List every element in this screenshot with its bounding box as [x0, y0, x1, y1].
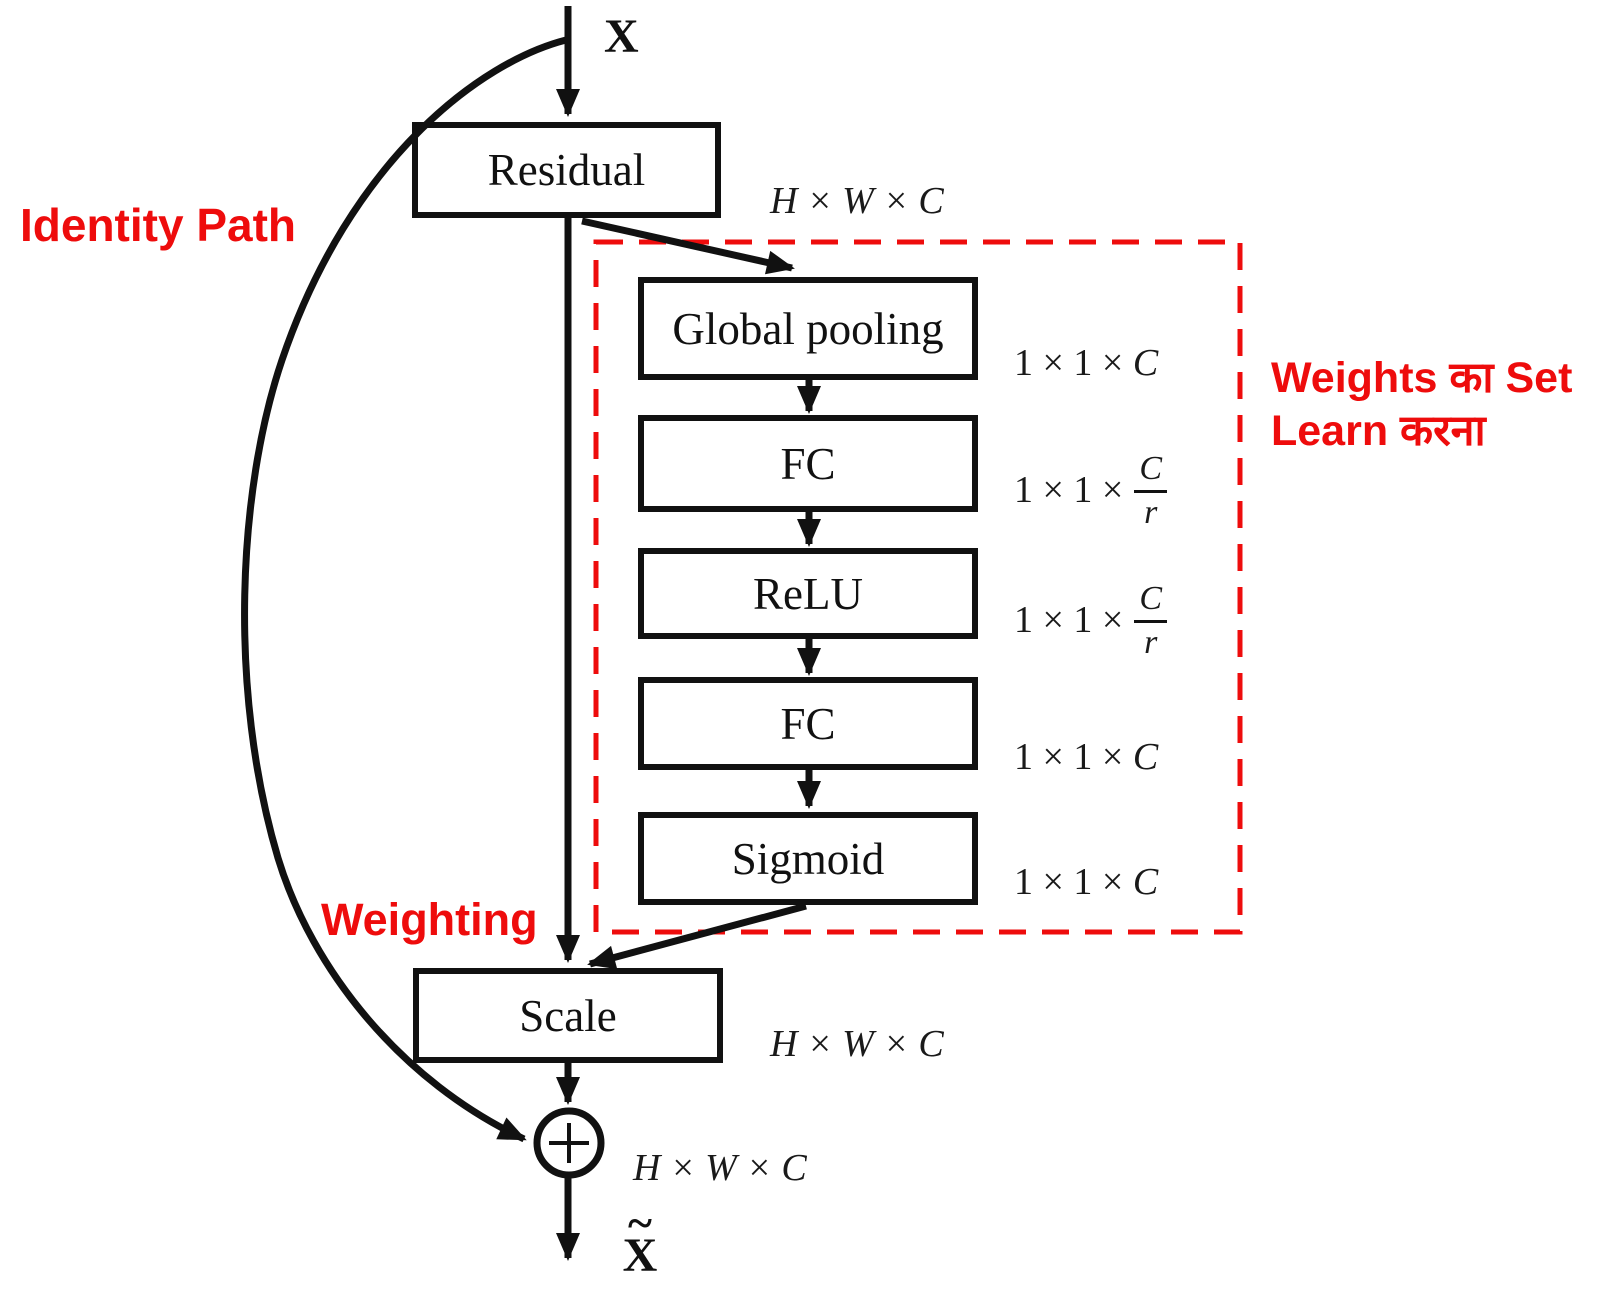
scale-label: Scale	[519, 990, 617, 1041]
residual-label: Residual	[487, 145, 646, 195]
relu-out-dim: 1 × 1 × C r	[1014, 573, 1168, 668]
fc1-out-dim: 1 × 1 × C r	[1014, 443, 1168, 538]
sum-out-dim: H × W × C	[633, 1147, 807, 1189]
fc2-label: FC	[780, 698, 836, 749]
sum-node	[533, 1107, 605, 1179]
sigmoid-box: Sigmoid	[638, 812, 978, 905]
fc1-label: FC	[780, 438, 836, 489]
residual-box: Residual	[412, 122, 721, 218]
fraction: C r	[1133, 451, 1168, 530]
fc2-out-dim: 1 × 1 × C	[1014, 736, 1159, 778]
input-label: X	[604, 10, 639, 63]
weighting-annotation: Weighting	[321, 894, 538, 945]
relu-label: ReLU	[753, 568, 863, 619]
sigmoid-label: Sigmoid	[731, 833, 885, 884]
sigmoid-out-dim: 1 × 1 × C	[1014, 861, 1159, 903]
fc1-box: FC	[638, 415, 978, 512]
scale-box: Scale	[413, 968, 723, 1063]
global-pooling-out-dim: 1 × 1 × C	[1014, 342, 1159, 384]
fraction: C r	[1133, 581, 1168, 660]
scale-out-dim: H × W × C	[770, 1023, 944, 1065]
global-pooling-label: Global pooling	[672, 303, 944, 354]
residual-out-dim: H × W × C	[770, 180, 944, 222]
sigmoid-to-scale-arrow	[587, 902, 807, 970]
plus-icon	[549, 1123, 589, 1163]
residual-to-global-pooling-arrow	[581, 217, 795, 275]
global-pooling-box: Global pooling	[638, 277, 978, 380]
weights-learn-annotation: Weights का Set Learn करना	[1271, 354, 1573, 455]
relu-box: ReLU	[638, 548, 978, 639]
fc2-box: FC	[638, 677, 978, 770]
identity-path-annotation: Identity Path	[20, 199, 297, 251]
output-label: ~ X	[605, 1200, 675, 1280]
